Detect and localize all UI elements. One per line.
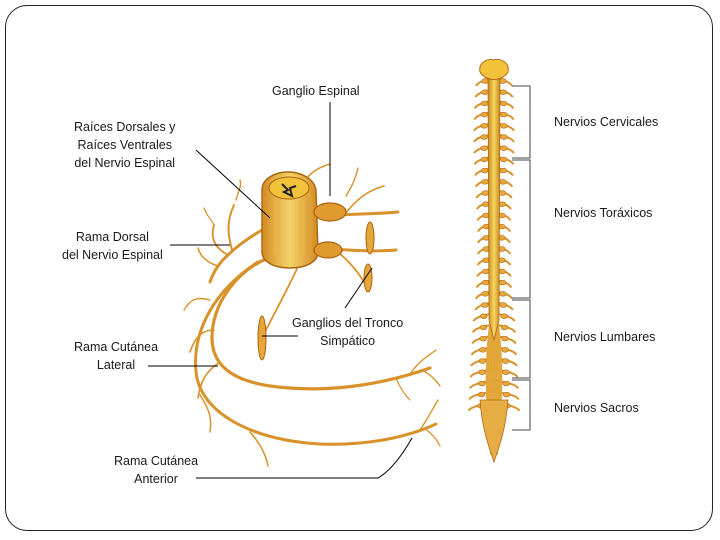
dorsal-ramus-branch — [203, 207, 215, 226]
anterior-cutaneous-branch — [423, 427, 441, 447]
spinal-ganglion-right — [499, 179, 507, 185]
spinal-ganglion-right — [501, 335, 509, 342]
spinal-ganglion-left — [479, 347, 487, 353]
lateral-cutaneous-branch — [395, 377, 411, 401]
label-nervios-toraxicos: Nervios Toráxicos — [554, 206, 653, 220]
label-rama-cutanea-anterior: Rama Cutánea Anterior — [114, 454, 199, 486]
spinal-ganglion-right — [502, 380, 510, 387]
spinal-ganglion-right — [500, 313, 508, 319]
nerve-branch — [345, 167, 359, 197]
bracket-thoracic — [512, 159, 531, 299]
spinal-ganglion-right — [502, 369, 510, 375]
leader-rama-cutanea-anterior — [196, 437, 413, 479]
spinal-ganglion-right — [499, 302, 507, 308]
spinal-ganglion-right — [498, 190, 507, 196]
spinal-ganglion-left — [480, 111, 488, 118]
spinal-ganglion-right — [499, 89, 507, 95]
anterior-cutaneous-branch — [419, 399, 439, 431]
spinal-cord — [487, 73, 501, 341]
spinal-ganglion-right — [500, 145, 508, 151]
spinal-ganglion-left — [481, 279, 490, 286]
spinal-ganglion-right — [498, 268, 506, 275]
dorsal-ramus-branch — [235, 179, 242, 201]
spinal-ganglion-left — [479, 324, 488, 331]
spinal-ganglion-left — [481, 291, 489, 297]
spinal-ganglion-right — [499, 100, 508, 107]
label-raices: Raíces Dorsales y Raíces Ventrales del N… — [74, 120, 176, 170]
dorsal-ramus-branch — [227, 204, 235, 251]
spinal-ganglion-right — [500, 111, 508, 118]
spinal-ganglion-left — [478, 369, 486, 375]
spinal-ganglion-right — [498, 279, 507, 286]
spinal-column-illustration — [467, 59, 521, 464]
nerve-branch — [344, 185, 385, 215]
leader-lines — [148, 102, 413, 479]
anterior-cutaneous-nerve — [194, 260, 438, 446]
lateral-cutaneous-branch — [409, 349, 437, 375]
spinal-ganglion-right — [499, 291, 507, 297]
spinal-ganglion-left — [481, 78, 489, 84]
spinal-ganglion-right — [500, 134, 508, 140]
brainstem — [479, 59, 509, 80]
spinal-ganglion-left — [480, 100, 489, 107]
spinal-ganglion-right — [502, 391, 511, 398]
sympathetic-ganglia — [257, 221, 375, 361]
rami-communicantes — [265, 261, 301, 331]
spinal-ganglion-left — [477, 391, 486, 398]
spinal-ganglion-right — [501, 358, 510, 364]
bracket-lumbar — [512, 299, 531, 379]
label-nervios-sacros: Nervios Sacros — [554, 401, 639, 415]
label-rama-dorsal: Rama Dorsal del Nervio Espinal — [62, 230, 163, 262]
region-brackets — [512, 85, 531, 431]
leader-raices — [195, 149, 271, 219]
lateral-cutaneous-nerve — [210, 256, 432, 391]
anterior-cutaneous-branch — [249, 431, 269, 467]
spinal-cord-segment — [261, 171, 319, 269]
spinal-segment-illustration — [183, 163, 441, 467]
dorsal-ramus-branch — [197, 247, 219, 267]
lateral-cutaneous-branch — [197, 361, 221, 399]
bracket-cervical — [512, 85, 531, 159]
spinal-ganglion-left — [478, 358, 487, 364]
spinal-ganglion — [313, 202, 347, 222]
spinal-ganglion-right — [499, 167, 508, 174]
dorsal-ramus-branch — [211, 224, 229, 256]
spinal-ganglion-left — [480, 145, 488, 151]
bracket-sacral — [512, 379, 531, 431]
spinal-ganglion-right — [499, 156, 508, 163]
spinal-ganglion-left — [480, 123, 488, 129]
spinal-ganglion-left — [480, 167, 489, 174]
spinal-ganglion-left — [481, 89, 489, 95]
spinal-ganglion-right — [500, 123, 508, 129]
spinal-ganglion-left — [480, 156, 489, 163]
spinal-ganglion-right — [501, 347, 509, 353]
spinal-ganglion-left — [478, 380, 486, 387]
lateral-cutaneous-branch — [419, 369, 441, 387]
label-rama-cutanea-lateral: Rama Cutánea Lateral — [74, 340, 159, 372]
spinal-ganglion-right — [499, 78, 507, 84]
label-ganglio-espinal: Ganglio Espinal — [272, 84, 360, 98]
label-ganglios-tronco: Ganglios del Tronco Simpático — [292, 316, 404, 348]
sacral-region — [479, 399, 509, 464]
spinal-ganglion-left — [481, 190, 490, 196]
anterior-cutaneous-branch — [199, 394, 212, 433]
lateral-cutaneous-branch — [189, 329, 215, 353]
spinal-ganglion-left — [480, 134, 488, 140]
spinal-ganglion-left — [482, 268, 490, 275]
spinal-ganglion-left — [481, 179, 489, 185]
spinal-ganglion-left — [481, 302, 489, 308]
lateral-cutaneous-branch — [183, 297, 211, 311]
spinal-ganglion-right — [500, 324, 509, 331]
ventral-ganglion — [313, 241, 343, 259]
spinal-ganglion-left — [479, 335, 487, 342]
leader-ganglios-tronco — [262, 267, 373, 337]
dorsal-ramus-nerve — [208, 228, 264, 284]
label-nervios-cervicales: Nervios Cervicales — [554, 115, 659, 129]
rami-communicantes — [337, 251, 365, 283]
spinal-ganglion-left — [480, 313, 488, 319]
label-nervios-lumbares: Nervios Lumbares — [554, 330, 656, 344]
